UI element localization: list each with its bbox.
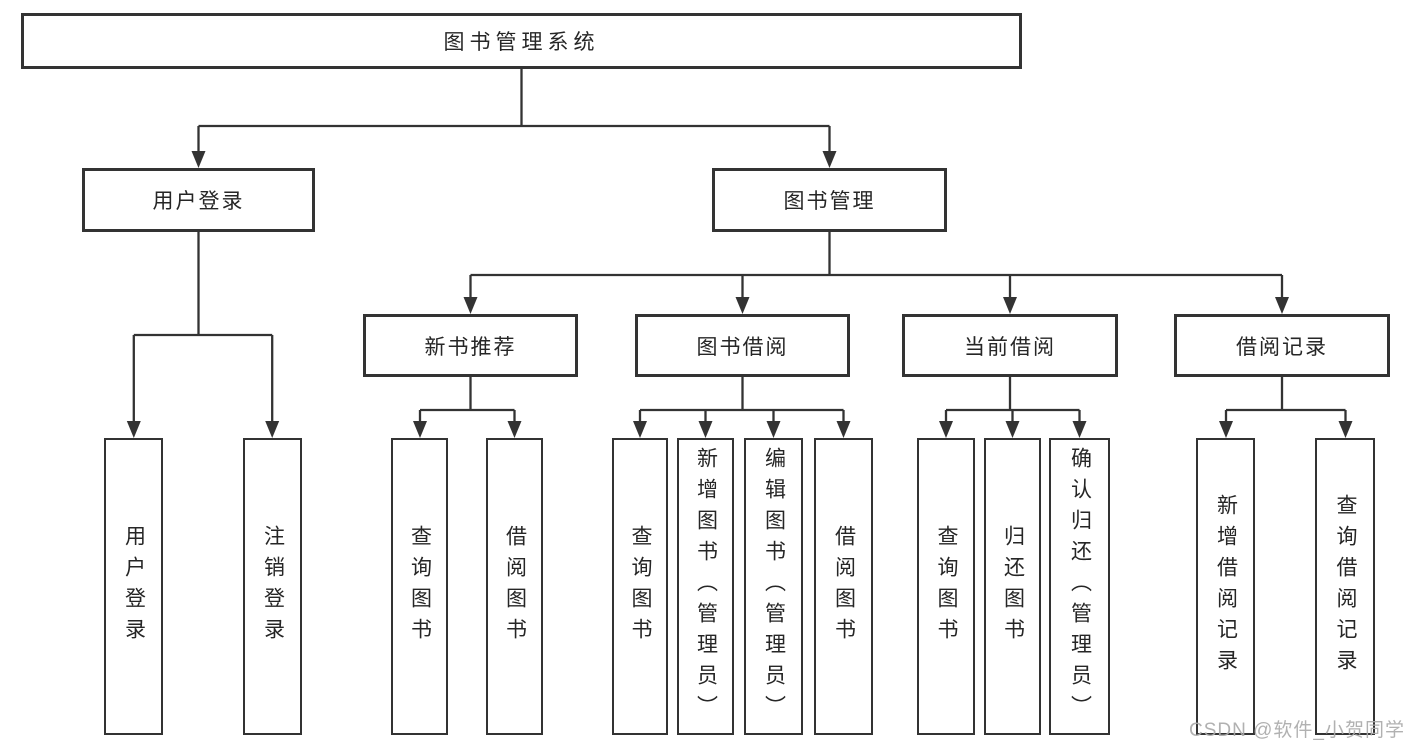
leaf-confirm-return-admin: 确认归还（管理员） [1049, 438, 1110, 735]
node-label: 查询借阅记录 [1334, 493, 1358, 680]
node-label: 确认归还（管理员） [1068, 447, 1092, 726]
node-book-borrow: 图书借阅 [635, 314, 850, 377]
leaf-return-book: 归还图书 [984, 438, 1041, 735]
watermark-text: CSDN @软件_小贺同学 [1189, 720, 1405, 741]
node-root: 图书管理系统 [21, 13, 1022, 69]
leaf-edit-book-admin: 编辑图书（管理员） [744, 438, 803, 735]
node-label: 新书推荐 [424, 335, 517, 359]
leaf-user-login: 用户登录 [104, 438, 163, 735]
node-label: 新增借阅记录 [1214, 493, 1238, 680]
node-label: 查询图书 [935, 524, 959, 649]
node-current-borrow: 当前借阅 [902, 314, 1118, 377]
node-label: 借阅图书 [832, 524, 856, 649]
node-label: 借阅记录 [1236, 335, 1328, 359]
node-label: 图书借阅 [696, 335, 789, 359]
node-book-management: 图书管理 [712, 168, 947, 232]
node-label: 借阅图书 [503, 524, 527, 649]
leaf-logout: 注销登录 [243, 438, 302, 735]
leaf-borrow-books-recommend: 借阅图书 [486, 438, 543, 735]
node-label: 编辑图书（管理员） [762, 447, 786, 726]
node-label: 图书管理 [783, 190, 876, 213]
leaf-query-borrow-record: 查询借阅记录 [1315, 438, 1375, 735]
node-new-book-recommend: 新书推荐 [363, 314, 578, 377]
node-label: 查询图书 [629, 524, 653, 649]
node-label: 归还图书 [1001, 524, 1025, 649]
node-user-login: 用户登录 [82, 168, 315, 232]
node-label: 注销登录 [261, 524, 285, 649]
node-label: 图书管理系统 [443, 31, 600, 54]
node-label: 新增图书（管理员） [694, 447, 718, 726]
node-label: 当前借阅 [964, 335, 1056, 359]
leaf-add-borrow-record: 新增借阅记录 [1196, 438, 1255, 735]
node-label: 查询图书 [408, 524, 432, 649]
leaf-add-book-admin: 新增图书（管理员） [677, 438, 734, 735]
leaf-query-books-recommend: 查询图书 [391, 438, 448, 735]
node-borrow-records: 借阅记录 [1174, 314, 1390, 377]
leaf-query-books-current: 查询图书 [917, 438, 975, 735]
leaf-borrow-books: 借阅图书 [814, 438, 873, 735]
node-label: 用户登录 [122, 524, 146, 649]
node-label: 用户登录 [152, 190, 245, 213]
leaf-query-books-borrow: 查询图书 [612, 438, 668, 735]
